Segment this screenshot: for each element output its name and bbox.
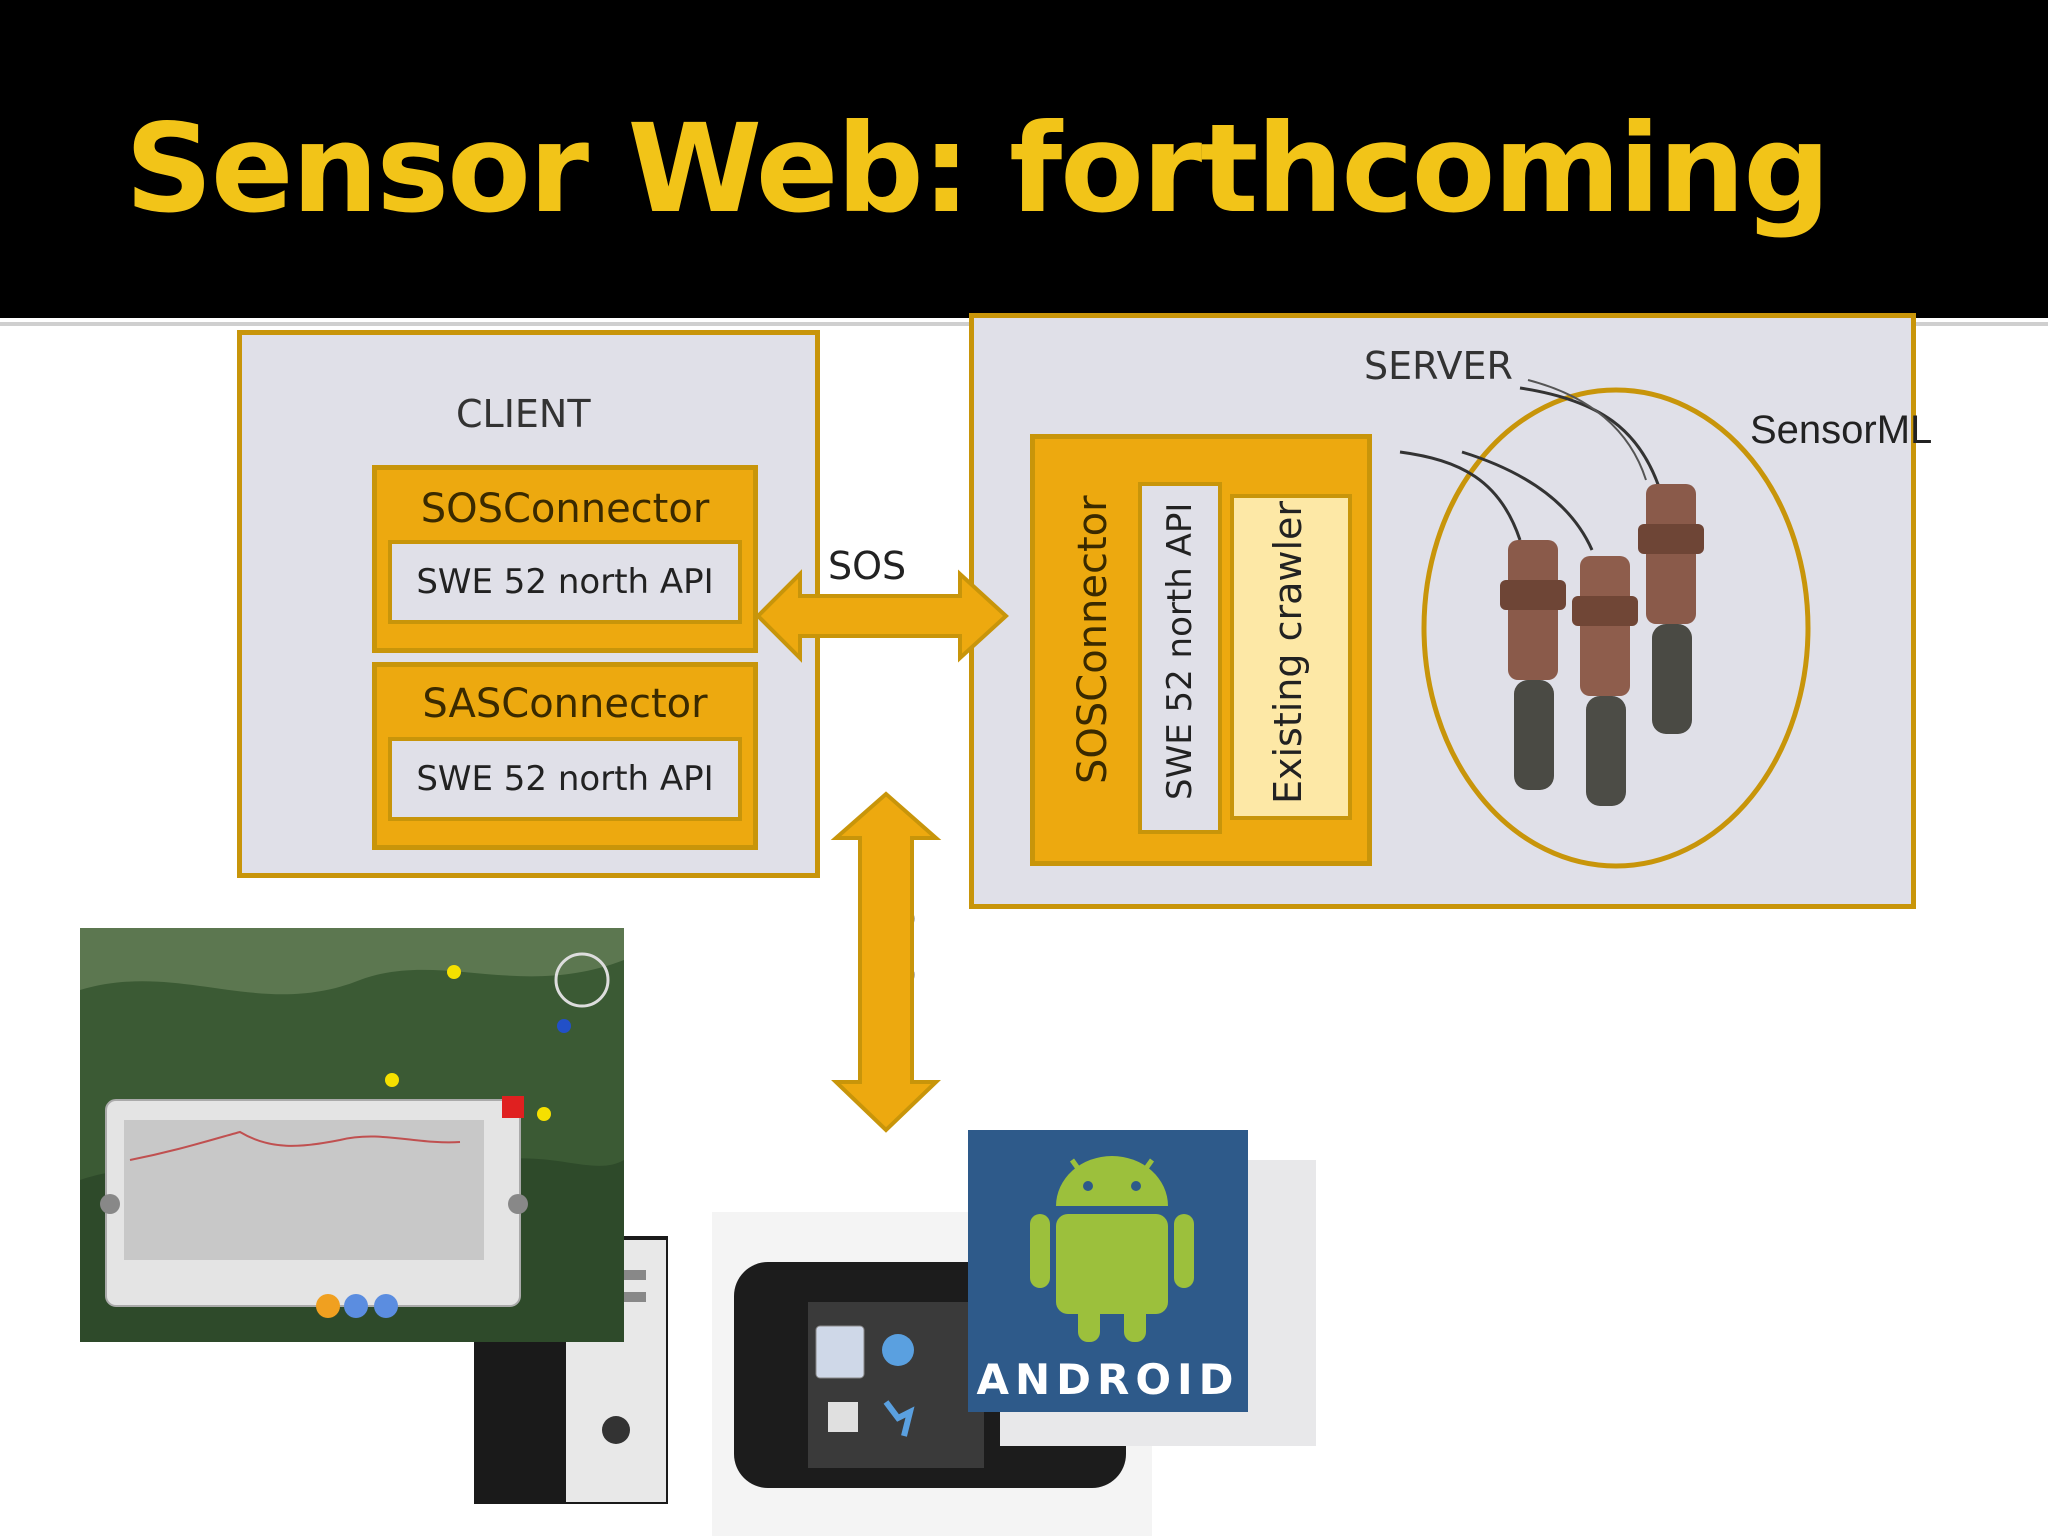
sas-arrow	[830, 791, 942, 1133]
client-sos-api-box: SWE 52 north API	[382, 534, 748, 630]
sos-link-label: SOS	[828, 544, 907, 588]
client-label: CLIENT	[456, 392, 591, 436]
sos-arrow	[755, 569, 1009, 663]
client-sos-api-label: SWE 52 north API	[416, 562, 714, 602]
client-sas-connector-title: SASConnector	[422, 681, 708, 727]
slide-title: Sensor Web: forthcoming	[125, 98, 1831, 240]
map-screenshot-image	[80, 928, 624, 1342]
sensorml-ellipse	[1421, 387, 1811, 869]
client-sas-api-box: SWE 52 north API	[382, 731, 748, 827]
crawler-box	[1230, 494, 1352, 820]
server-api-box	[1138, 482, 1222, 834]
android-wordmark: ANDROID	[976, 1355, 1239, 1404]
sensor-probes-image	[1399, 379, 1704, 806]
client-sas-api-label: SWE 52 north API	[416, 759, 714, 799]
client-sos-connector-title: SOSConnector	[420, 486, 710, 532]
sensorml-label: SensorML	[1750, 408, 1933, 452]
android-logo-image	[968, 1130, 1316, 1446]
server-label: SERVER	[1364, 344, 1513, 388]
